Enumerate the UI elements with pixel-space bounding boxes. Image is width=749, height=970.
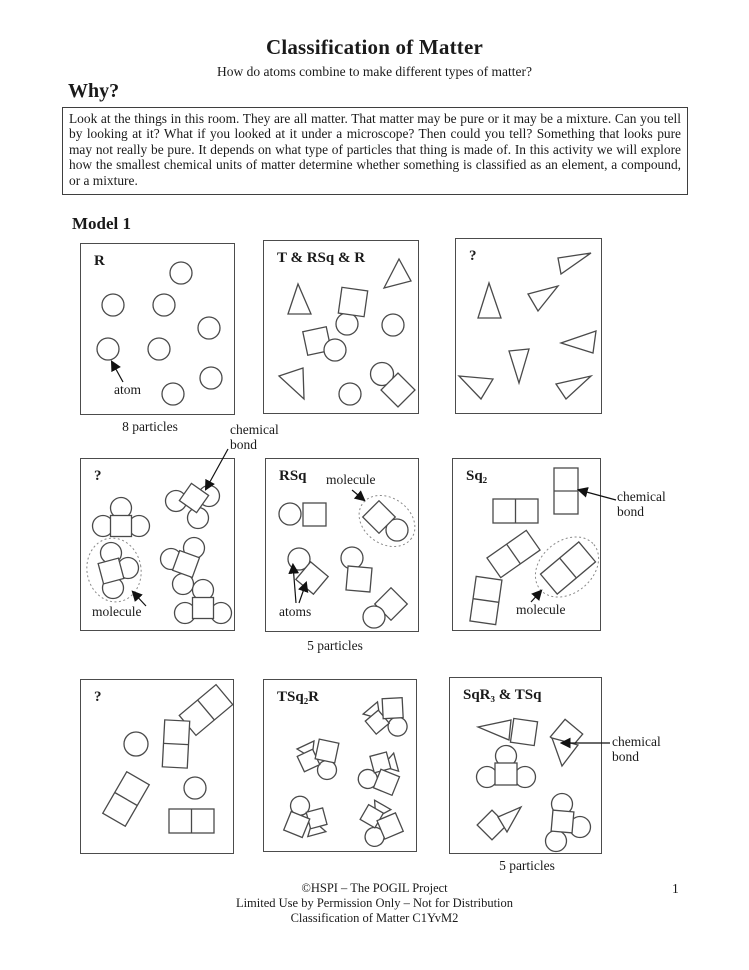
box-RSq-caption: 5 particles	[307, 638, 363, 653]
molecule-cluster	[295, 738, 340, 781]
domino-molecule	[161, 719, 191, 769]
molecule-pair	[549, 718, 584, 768]
chemical-bond-line2: bond	[612, 749, 639, 764]
molecule-cluster	[173, 578, 233, 625]
molecule-cluster	[159, 536, 206, 596]
molecule-pair	[361, 499, 409, 542]
r-atom	[123, 731, 149, 757]
model1-box-triangles: ?	[455, 238, 602, 414]
box-label: R	[94, 253, 105, 269]
box-SqR3-TSq-diagram	[475, 717, 592, 853]
molecule-pair	[340, 546, 373, 593]
model1-box-SqR3-TSq: SqR₃ & TSq	[449, 677, 602, 854]
box-label: Sq₂	[466, 468, 488, 484]
why-paragraph-box: Look at the things in this room. They ar…	[62, 107, 688, 196]
atoms-annotation: atoms	[279, 604, 312, 619]
box-label: TSq₂R	[277, 689, 320, 705]
domino-molecule	[168, 808, 215, 834]
box-SqR3-TSq-caption: 5 particles	[499, 858, 555, 873]
chemical-bond-annotation: chemical bond	[230, 422, 279, 452]
molecule-annotation: molecule	[326, 472, 376, 487]
footer-permission: Limited Use by Permission Only – Not for…	[235, 896, 514, 910]
box-Sq2-R-mixture-diagram	[101, 683, 233, 834]
chemical-bond-line2: bond	[617, 504, 644, 519]
box-label: RSq	[279, 468, 307, 484]
molecule-pair	[475, 717, 539, 747]
box-R-caption: 8 particles	[122, 419, 178, 434]
r-atoms	[96, 261, 223, 406]
box-label: SqR₃ & TSq	[463, 687, 542, 703]
mixture-particles	[277, 257, 416, 408]
chemical-bond-annotation: chemical bond	[617, 489, 666, 519]
model1-box-Sq2-R-mixture: ?	[80, 679, 234, 854]
molecule-annotation: molecule	[516, 602, 566, 617]
molecule-cluster	[282, 795, 328, 839]
page-title: Classification of Matter	[265, 35, 484, 59]
box-label: T & RSq & R	[277, 250, 366, 266]
molecule-cluster	[97, 541, 140, 600]
molecule-pair	[476, 805, 523, 841]
domino-molecule	[101, 770, 151, 828]
molecule-cluster	[544, 792, 592, 853]
r-atom	[183, 776, 207, 800]
model1-heading: Model 1	[72, 214, 132, 233]
chemical-bond-line2: bond	[230, 437, 257, 452]
molecule-annotation: molecule	[92, 604, 142, 619]
molecule-cluster	[475, 744, 537, 789]
why-heading: Why?	[68, 80, 120, 102]
box-label: ?	[94, 689, 102, 705]
molecule-cluster	[361, 697, 408, 737]
t-atoms	[457, 252, 597, 401]
chemical-bond-annotation: chemical bond	[612, 734, 661, 764]
atom-annotation: atom	[114, 382, 141, 397]
molecule-pair	[362, 586, 409, 629]
domino-molecule	[553, 467, 579, 515]
domino-molecule	[486, 529, 541, 579]
footer-copyright: ©HSPI – The POGIL Project	[301, 881, 448, 895]
domino-molecule	[469, 575, 503, 626]
page-number: 1	[672, 881, 679, 896]
model1-box-T-RSq-R: T & RSq & R	[263, 240, 419, 414]
box-T-RSq-R-diagram	[277, 257, 416, 408]
model1-box-TSq2R: TSq₂R	[263, 679, 417, 852]
chemical-bond-line1: chemical	[612, 734, 661, 749]
box-TSq2R-diagram	[282, 697, 408, 848]
molecule-cluster	[359, 799, 405, 848]
box-R-diagram	[96, 261, 223, 406]
box-label: ?	[94, 468, 102, 484]
domino-molecule	[492, 498, 539, 524]
molecule-pair	[278, 502, 327, 527]
page-footer: ©HSPI – The POGIL Project Limited Use by…	[0, 881, 749, 926]
chemical-bond-line1: chemical	[230, 422, 279, 437]
chemical-bond-line1: chemical	[617, 489, 666, 504]
footer-doc-id: Classification of Matter C1YvM2	[290, 911, 459, 925]
molecule-pair	[287, 547, 330, 596]
model1-box-R: R	[80, 243, 235, 415]
box-triangles-diagram	[457, 252, 597, 401]
box-label: ?	[469, 248, 477, 264]
molecule-cluster	[91, 496, 151, 538]
molecule-cluster	[357, 751, 401, 797]
molecule-cluster	[164, 482, 221, 530]
page-subtitle: How do atoms combine to make different t…	[216, 64, 533, 79]
domino-molecule	[539, 541, 597, 595]
